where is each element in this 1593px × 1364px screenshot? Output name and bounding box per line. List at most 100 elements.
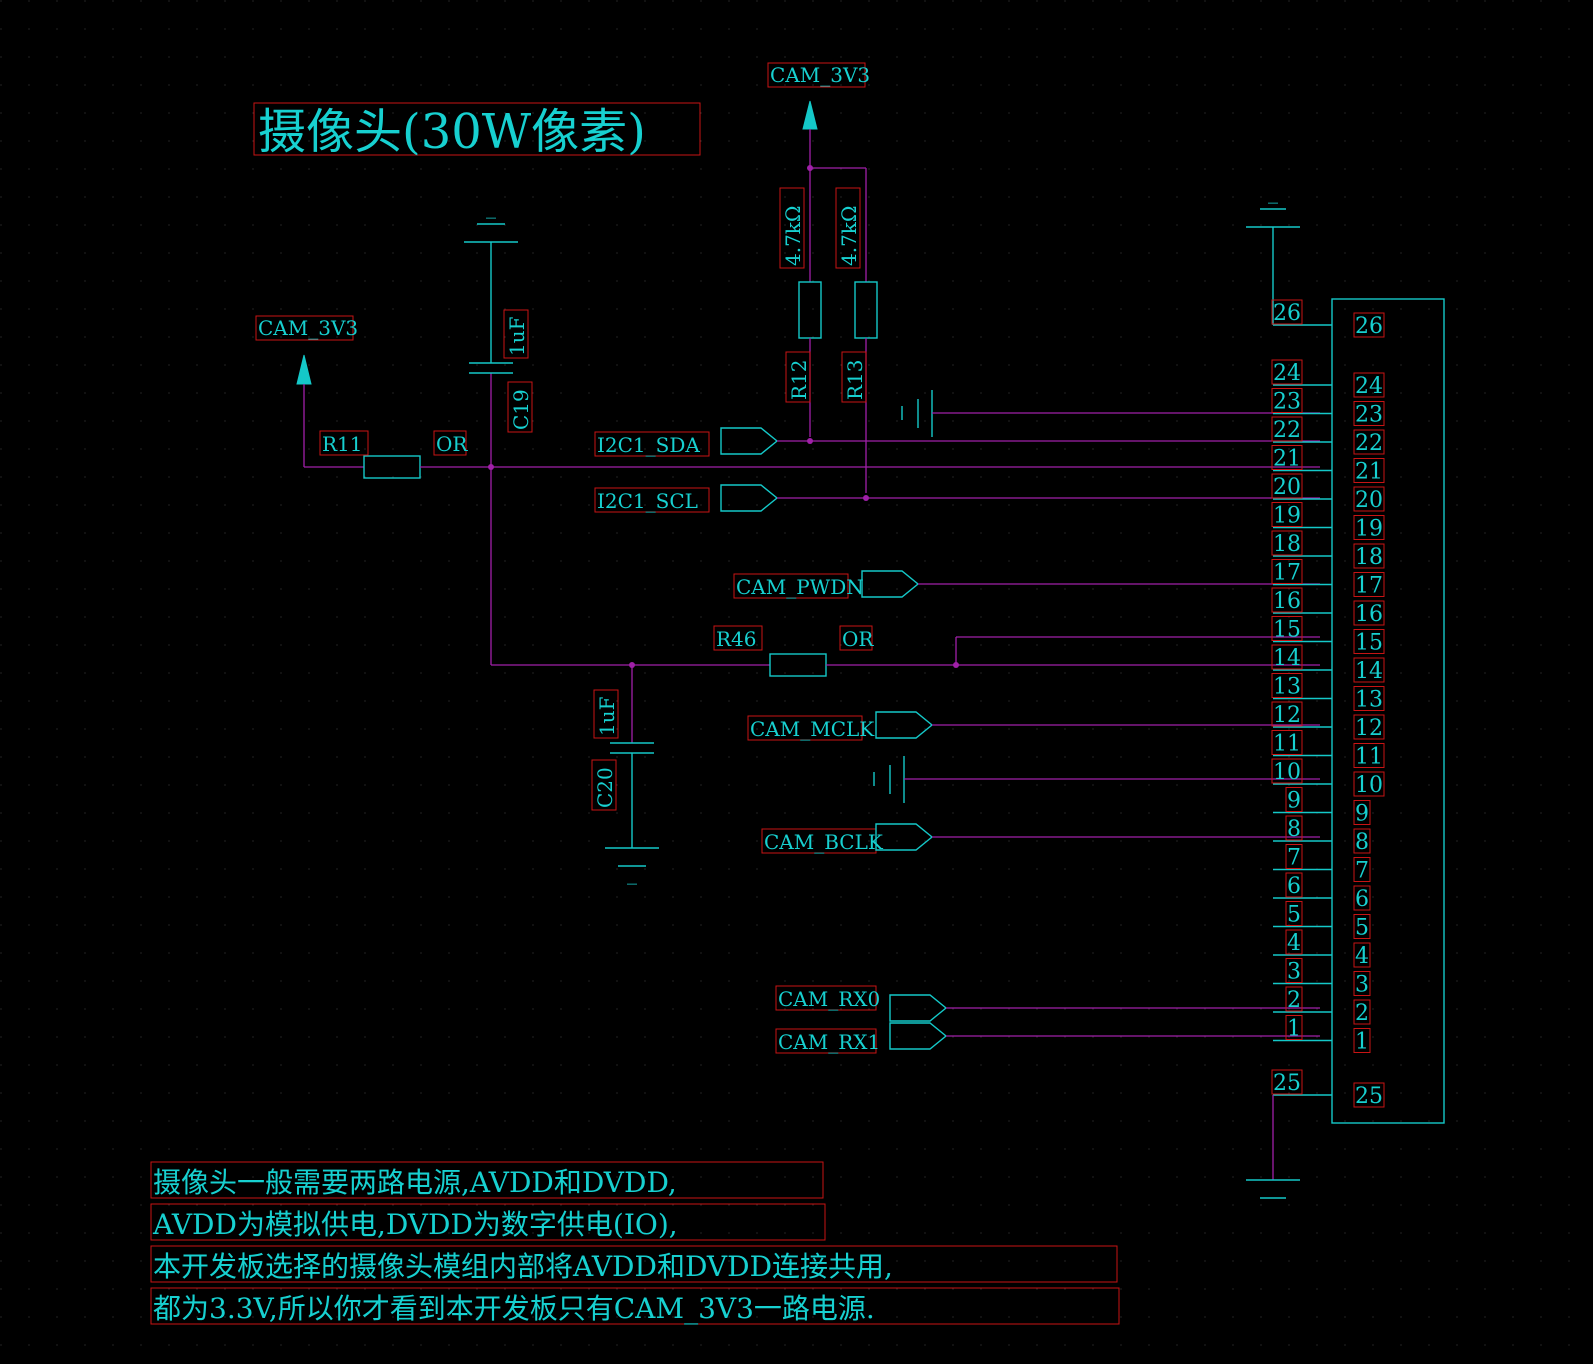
pin-inner-box-10 [1353, 771, 1385, 797]
notes-block: 摄像头一般需要两路电源,AVDD和DVDD, AVDD为模拟供电,DVDD为数字… [150, 1161, 1120, 1325]
pin-inner-box-23 [1353, 401, 1385, 426]
pin-inner-number-25: 25 [1355, 1084, 1383, 1109]
note-line-3: 本开发板选择的摄像头模组内部将AVDD和DVDD连接共用, [153, 1250, 893, 1283]
c19-value: 1uF [505, 316, 529, 356]
power-symbol-top: CAM_3V3 [767, 62, 870, 130]
capacitor-c19: 1uF C19 [464, 223, 533, 467]
pin-outer-box-14 [1271, 644, 1303, 670]
net-label-mclk: CAM_MCLK [750, 717, 875, 741]
pin-outer-number-3: 3 [1287, 960, 1301, 985]
pin-inner-number-15: 15 [1355, 631, 1383, 656]
pin-inner-number-5: 5 [1355, 916, 1369, 941]
pin-outer-box-9 [1285, 787, 1303, 812]
pin-outer-box-24 [1271, 359, 1303, 385]
pin-outer-number-7: 7 [1287, 846, 1301, 871]
pin-inner-box-3 [1353, 971, 1371, 996]
pin-inner-number-22: 22 [1355, 431, 1383, 456]
pin-inner-number-3: 3 [1355, 973, 1369, 998]
pin-inner-box-18 [1353, 543, 1385, 569]
pin-inner-number-19: 19 [1355, 517, 1383, 542]
pin-outer-number-21: 21 [1273, 447, 1301, 472]
net-label-sda: I2C1_SDA [597, 433, 700, 457]
r12-value: 4.7kΩ [781, 205, 805, 266]
pin-inner-box-26 [1353, 312, 1385, 338]
pin-outer-box-7 [1285, 844, 1303, 869]
note-line-1: 摄像头一般需要两路电源,AVDD和DVDD, [153, 1166, 677, 1199]
r13-ref: R13 [843, 359, 867, 400]
pin-inner-box-14 [1353, 657, 1385, 683]
pin-outer-number-24: 24 [1273, 361, 1301, 386]
net-label-pwdn: CAM_PWDN [736, 575, 864, 599]
pin-outer-number-8: 8 [1287, 817, 1301, 842]
c20-ref: C20 [593, 767, 617, 808]
pin-outer-number-20: 20 [1273, 475, 1301, 500]
pin-inner-box-12 [1353, 714, 1385, 740]
r46-value: OR [842, 627, 874, 651]
pin-inner-number-12: 12 [1355, 716, 1383, 741]
schematic-title: 摄像头(30W像素) [253, 102, 701, 160]
pin-outer-number-26: 26 [1273, 301, 1301, 326]
pin-outer-number-6: 6 [1287, 874, 1301, 899]
pin-outer-number-16: 16 [1273, 589, 1301, 614]
pin-outer-number-25: 25 [1273, 1071, 1301, 1096]
pin-inner-box-25 [1353, 1082, 1385, 1108]
power-label-left: CAM_3V3 [258, 316, 358, 340]
pin-inner-box-9 [1353, 800, 1371, 825]
net-port-cam-rx0: CAM_RX0 [775, 985, 948, 1022]
pin-outer-box-19 [1271, 502, 1303, 527]
pin-inner-box-22 [1353, 429, 1385, 455]
net-port-cam-mclk: CAM_MCLK [747, 711, 934, 741]
pin-outer-box-1 [1285, 1015, 1303, 1040]
pin-outer-box-13 [1271, 673, 1303, 698]
pin-outer-box-20 [1271, 473, 1303, 499]
pin-inner-box-5 [1353, 914, 1371, 939]
r46-ref: R46 [716, 627, 757, 651]
pin-inner-number-6: 6 [1355, 887, 1369, 912]
pin-inner-box-24 [1353, 372, 1385, 398]
r11-value: OR [436, 432, 468, 456]
pin-outer-box-10 [1271, 758, 1303, 784]
pin-inner-number-21: 21 [1355, 460, 1383, 485]
pin-outer-number-4: 4 [1287, 931, 1301, 956]
pin-outer-box-18 [1271, 530, 1303, 556]
pin-outer-box-3 [1285, 958, 1303, 983]
pin-outer-box-11 [1271, 730, 1303, 755]
resistor-r11: R11 OR [319, 430, 468, 479]
pin-inner-number-1: 1 [1355, 1030, 1369, 1055]
pin-inner-box-17 [1353, 572, 1385, 597]
c19-ref: C19 [509, 389, 533, 430]
net-port-cam-rx1: CAM_RX1 [775, 1022, 948, 1054]
r12-ref: R12 [787, 359, 811, 400]
pin-inner-box-6 [1353, 885, 1371, 911]
pin-inner-box-16 [1353, 600, 1385, 626]
pin-outer-box-23 [1271, 388, 1303, 413]
capacitor-c20: 1uF C20 [591, 665, 659, 867]
pin-inner-number-14: 14 [1355, 659, 1383, 684]
pin-outer-number-10: 10 [1273, 760, 1301, 785]
pin-inner-number-10: 10 [1355, 773, 1383, 798]
camera-connector [1246, 208, 1445, 1199]
pin-outer-number-17: 17 [1273, 561, 1301, 586]
resistor-r46: R46 OR [713, 625, 874, 677]
pin-inner-number-26: 26 [1355, 314, 1383, 339]
pin-inner-number-16: 16 [1355, 602, 1383, 627]
net-label-scl: I2C1_SCL [597, 489, 698, 513]
net-label-rx0: CAM_RX0 [778, 987, 880, 1011]
pin-inner-box-21 [1353, 458, 1385, 483]
pin-outer-box-16 [1271, 587, 1303, 613]
ground-label-c20: _ [627, 861, 637, 885]
note-line-2: AVDD为模拟供电,DVDD为数字供电(IO), [152, 1208, 678, 1241]
power-symbol-left: CAM_3V3 [255, 315, 358, 385]
pin-inner-box-20 [1353, 486, 1385, 512]
pin-inner-box-1 [1353, 1028, 1371, 1053]
pin-outer-number-15: 15 [1273, 618, 1301, 643]
pin-inner-box-15 [1353, 629, 1385, 654]
pin-inner-box-4 [1353, 942, 1371, 968]
r13-value: 4.7kΩ [837, 205, 861, 266]
pin-outer-box-4 [1285, 929, 1303, 955]
pin-outer-number-23: 23 [1273, 390, 1301, 415]
pin-inner-number-20: 20 [1355, 488, 1383, 513]
net-port-cam-bclk: CAM_BCLK [761, 823, 934, 854]
pin-outer-box-25 [1271, 1069, 1303, 1095]
